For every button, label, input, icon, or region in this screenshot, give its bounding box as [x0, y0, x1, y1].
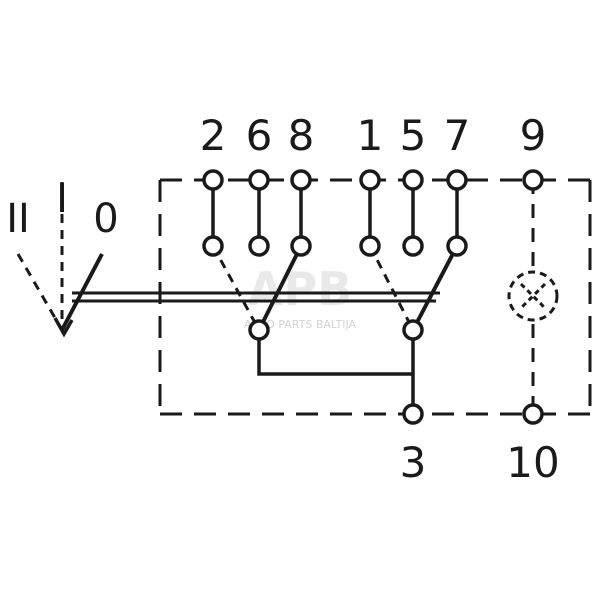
- fixed-contact: [248, 235, 270, 257]
- fixed-contact: [446, 235, 468, 257]
- terminal-6-contact: [248, 169, 270, 191]
- terminal-9-contact: [522, 169, 544, 191]
- terminal-label: 10: [506, 438, 559, 487]
- watermark-text: AUTO PARTS BALTIJA: [244, 318, 357, 331]
- lamp-circle: [507, 270, 559, 322]
- terminal-10-contact: [522, 403, 544, 425]
- terminal-label: 7: [444, 111, 471, 160]
- terminal-label: 6: [246, 111, 273, 160]
- terminal-label: 5: [400, 111, 427, 160]
- terminal-8-contact: [290, 169, 312, 191]
- position-label-I: I: [56, 176, 68, 222]
- switch-paths-dashed: [16, 182, 415, 331]
- terminal-label: 2: [200, 111, 227, 160]
- pivot-contact: [402, 319, 424, 341]
- pivot-contact: [248, 319, 270, 341]
- contacts: [202, 169, 544, 425]
- lamp-cross-2: [519, 282, 547, 310]
- lamp-symbol: [507, 180, 559, 414]
- actuator-linkage: [72, 291, 440, 303]
- contact-wires: [211, 180, 459, 246]
- housing-outline: [158, 178, 592, 416]
- terminal-3-contact: [402, 403, 424, 425]
- position-label-II: II: [6, 196, 30, 242]
- fixed-contact: [290, 235, 312, 257]
- watermark: APB AUTO PARTS BALTIJA: [244, 262, 357, 331]
- terminal-7-contact: [446, 169, 468, 191]
- bottom-terminal-labels: 3 10: [400, 438, 560, 487]
- terminal-1-contact: [359, 169, 381, 191]
- position-labels: II I 0: [6, 176, 119, 242]
- fixed-contact: [359, 235, 381, 257]
- actuator-pivot: [53, 317, 74, 338]
- common-bus: [257, 330, 415, 414]
- terminal-label: 9: [520, 111, 547, 160]
- fixed-contact: [202, 235, 224, 257]
- position-label-0: 0: [93, 196, 118, 242]
- terminal-label: 1: [357, 111, 384, 160]
- lamp-cross-1: [519, 282, 547, 310]
- terminal-label: 8: [288, 111, 315, 160]
- terminal-label: 3: [400, 438, 427, 487]
- terminal-2-contact: [202, 169, 224, 191]
- fixed-contact: [402, 235, 424, 257]
- terminal-5-contact: [402, 169, 424, 191]
- top-terminal-labels: 2 6 8 1 5 7 9: [200, 111, 547, 160]
- watermark-logo: APB: [248, 262, 352, 316]
